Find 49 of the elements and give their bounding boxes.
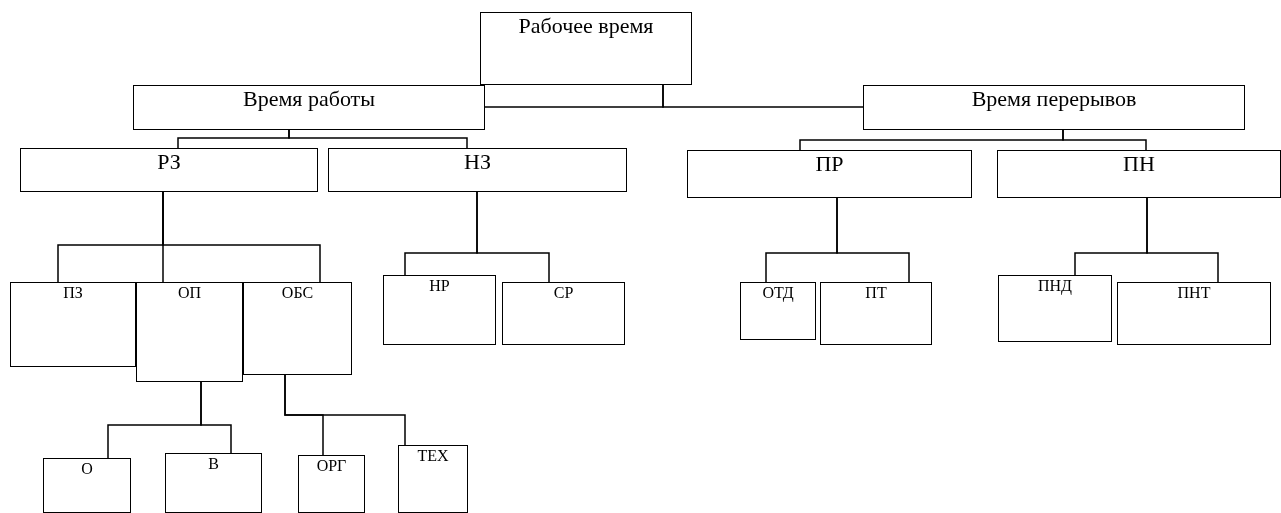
connector-line [288, 129, 468, 149]
category-box [820, 282, 932, 345]
box-label: ОП [177, 283, 202, 303]
box-label: ПЗ [63, 283, 83, 303]
category-box [740, 282, 816, 340]
box-label: Время работы [242, 86, 375, 113]
box-label: ПНД [1038, 276, 1072, 296]
category-box [998, 275, 1112, 342]
box-label: ОБС [281, 283, 314, 303]
box-label: РЗ [157, 149, 181, 176]
category-box [383, 275, 496, 345]
category-box [997, 150, 1281, 198]
category-box [243, 282, 352, 375]
category-box [165, 453, 262, 513]
connector-line [836, 197, 910, 283]
category-box [136, 282, 243, 382]
box-label: ПНТ [1177, 283, 1211, 303]
box-label: ОТД [762, 283, 794, 303]
connector-line [200, 381, 232, 454]
box-label: ПТ [865, 283, 887, 303]
category-box [20, 148, 318, 192]
box-label: Рабочее время [518, 13, 654, 40]
box-label: ОРГ [316, 456, 347, 476]
category-box [133, 85, 485, 130]
box-label: ТЕХ [417, 446, 449, 466]
category-box [398, 445, 468, 513]
category-box [1117, 282, 1271, 345]
category-box [480, 12, 692, 85]
box-label: НР [429, 276, 450, 296]
category-box [328, 148, 627, 192]
category-box [298, 455, 365, 513]
connector-line [662, 84, 864, 108]
box-label: СР [553, 283, 574, 303]
connector-line [476, 191, 550, 283]
box-label: В [208, 454, 219, 474]
box-label: НЗ [464, 149, 491, 176]
category-box [687, 150, 972, 198]
category-box [10, 282, 136, 367]
connector-line [1062, 129, 1147, 151]
connector-line [162, 191, 321, 283]
box-label: Время перерывов [971, 86, 1137, 113]
connector-line [1146, 197, 1219, 283]
box-label: ПН [1123, 151, 1155, 178]
box-label: ПР [815, 151, 844, 178]
category-box [863, 85, 1245, 130]
category-box [43, 458, 131, 513]
category-box [502, 282, 625, 345]
connector-line [284, 374, 406, 446]
box-label: О [81, 459, 93, 479]
